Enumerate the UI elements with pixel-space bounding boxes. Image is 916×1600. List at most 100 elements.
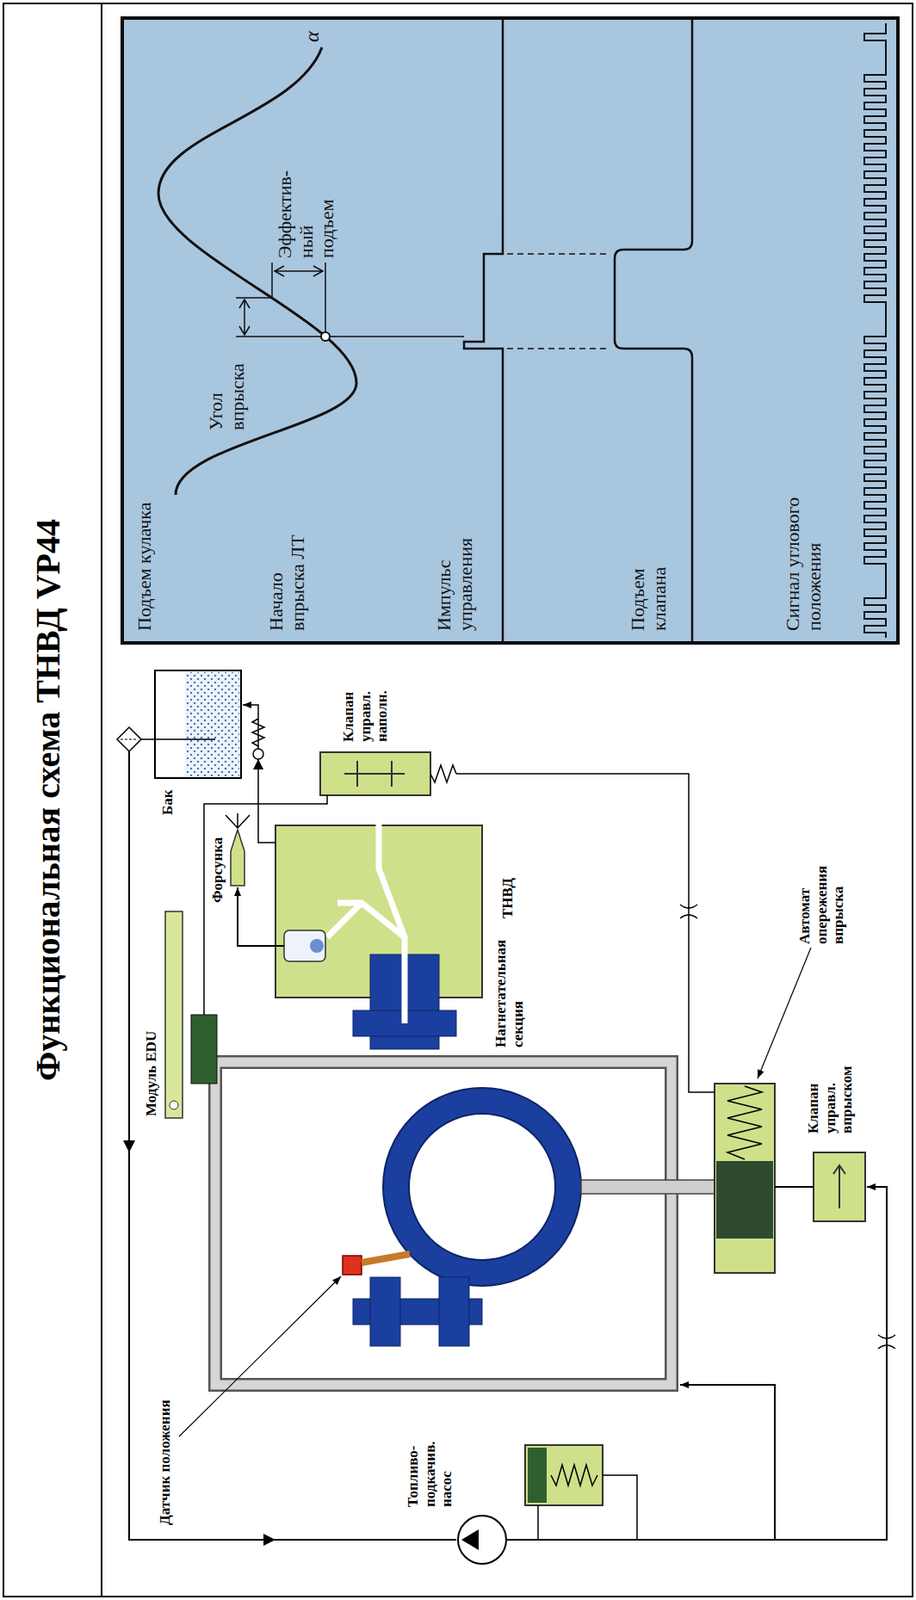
graph-label: Импульс управления (433, 501, 477, 632)
injection-angle-arrow (239, 299, 250, 335)
delivery-valve (284, 930, 326, 962)
pressure-relief-valve (537, 1505, 539, 1541)
page-frame (3, 3, 913, 1597)
angle-signal-trace (864, 23, 886, 638)
timing-device (716, 1161, 774, 1239)
return-line (253, 748, 264, 760)
return-line (242, 705, 276, 843)
part-label: Топливо- подкачив. насос (404, 1419, 456, 1510)
supply-pump (680, 1385, 775, 1541)
pressure-relief-valve (525, 1445, 638, 1541)
edu-module (191, 1015, 217, 1084)
injector (225, 813, 250, 886)
injection-line (237, 887, 285, 947)
cam-ring (383, 1088, 582, 1287)
cam-ring (383, 1088, 582, 1287)
leader-line (757, 947, 811, 1079)
drive-hub (352, 1277, 483, 1347)
fuel-tank (185, 672, 240, 777)
cam-ring (408, 1114, 556, 1261)
timing-device (727, 1086, 762, 1160)
pressure-relief-valve (527, 1448, 547, 1504)
graph-label: Подъем кулачка (134, 501, 156, 632)
part-label: Клапан управл. впрыском (804, 1045, 856, 1136)
timing-device (714, 1083, 775, 1274)
pump-plunger (327, 795, 457, 1050)
supply-line (129, 751, 457, 1541)
effective-lift-arrow (274, 266, 323, 277)
page-frame (100, 3, 103, 1597)
supply-pump (461, 1529, 479, 1551)
timing-rod (581, 1180, 721, 1195)
valve-lift-trace (614, 19, 693, 642)
graph-label: Подъем клапана (627, 501, 670, 632)
pump-plunger (327, 795, 405, 1024)
part-label: Форсунка (209, 835, 227, 905)
pulse-dash-line (507, 253, 611, 349)
edu-module (165, 795, 328, 1119)
pressure-relief-valve (525, 1445, 603, 1506)
supply-pump (458, 1516, 507, 1565)
part-label: Нагнетательная секция (492, 929, 527, 1050)
edu-module (165, 911, 183, 1119)
filling-control-valve (344, 761, 405, 787)
graph-label: Начало впрыска ЛТ (266, 501, 309, 632)
supply-pump (506, 1187, 887, 1541)
graph-label: Угол впрыска (205, 348, 248, 431)
position-sensor (342, 1256, 362, 1275)
timing-device (714, 1083, 775, 1274)
control-line (456, 773, 715, 1093)
timing-rod (581, 1180, 721, 1195)
angle-extension (235, 297, 326, 337)
drive-hub (370, 1277, 401, 1347)
page-frame (3, 3, 913, 1597)
graph-label: α (300, 30, 324, 43)
fuel-tank (117, 727, 142, 752)
timing-traces (123, 19, 897, 642)
lift-extension (272, 262, 326, 337)
start-marker-line (330, 335, 465, 338)
cam-ring (396, 1101, 569, 1274)
edu-module (204, 795, 328, 1016)
injection-line (237, 887, 285, 947)
pressure-relief-valve (550, 1465, 598, 1486)
return-line (242, 705, 276, 843)
position-sensor (342, 1254, 410, 1275)
part-label: Клапан управл. наполн. (340, 658, 391, 744)
supply-line (123, 751, 457, 1547)
filling-control-valve (320, 752, 431, 796)
drive-hub (439, 1277, 470, 1347)
part-label: ТНВД (499, 876, 517, 921)
pressure-relief-valve (602, 1475, 638, 1541)
injection-control-valve (774, 1186, 814, 1189)
return-line (252, 718, 265, 747)
fuel-tank (154, 670, 242, 779)
cam-lift-curve (158, 47, 357, 496)
part-label: Бак (159, 787, 177, 817)
part-label: Автомат опережения впрыска (796, 841, 848, 947)
start-marker (321, 332, 330, 341)
housing-fuel-channel (215, 1062, 672, 1386)
injection-control-valve (774, 1152, 866, 1222)
control-line (456, 773, 715, 1093)
return-line (253, 759, 264, 770)
housing-fuel-channel (215, 1062, 672, 1386)
part-label: Модуль EDU (142, 1029, 161, 1119)
edu-module (169, 1101, 179, 1110)
delivery-valve (309, 939, 324, 954)
supply-line (123, 1140, 276, 1547)
filling-control-valve (320, 752, 457, 796)
injection-control-valve (813, 1152, 866, 1222)
fuel-tank (141, 738, 216, 741)
control-line (680, 904, 698, 919)
injector (230, 829, 245, 886)
delivery-valve (284, 930, 326, 962)
page-title: Функциональная схема ТНВД VP44 (27, 0, 69, 1600)
position-sensor (361, 1254, 410, 1263)
part-label: Датчик положения (156, 1398, 174, 1528)
graph-label: Сигнал углового положения (782, 493, 825, 632)
leader-line (179, 1276, 341, 1437)
fuel-tank (120, 739, 138, 741)
timing-graph-panel: Подъем кулачкаУгол впрыскаЭффектив- ный … (120, 16, 900, 645)
